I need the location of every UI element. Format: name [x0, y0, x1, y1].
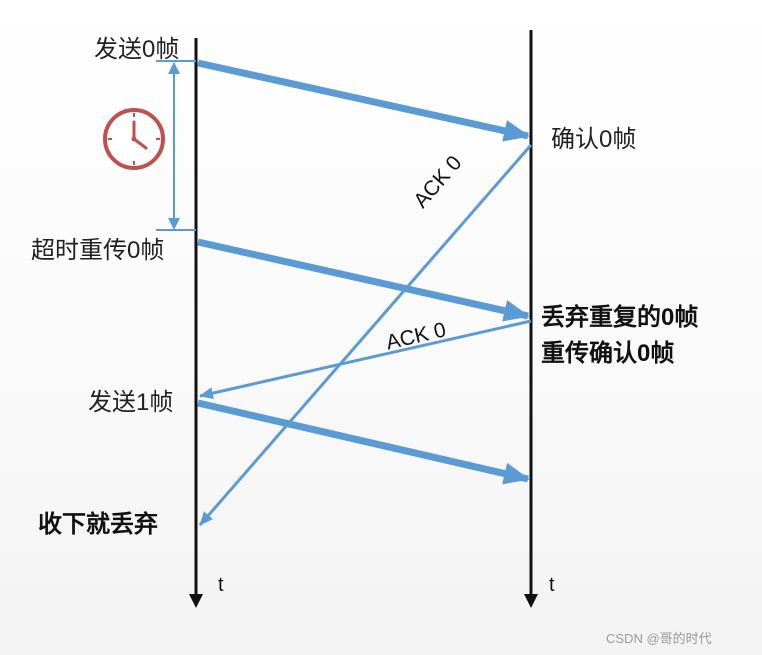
send-frame0-label: 发送0帧: [94, 36, 180, 63]
sender-time-label: t: [218, 574, 224, 596]
discard-duplicate-label: 丢弃重复的0帧: [541, 304, 699, 331]
timeout-bracket-top-arrow: [168, 62, 180, 74]
ack0-first-arrow: [198, 144, 533, 526]
send-frame1-label: 发送1帧: [88, 389, 174, 416]
frame1-arrow: [197, 399, 530, 485]
receiver-timeline-arrowhead: [524, 594, 538, 608]
resend-confirm-label: 重传确认0帧: [541, 340, 675, 367]
timeout-resend-label: 超时重传0帧: [31, 237, 165, 264]
ack0-second-arrow: [199, 319, 532, 399]
watermark: CSDN @哥的时代: [606, 631, 712, 646]
receiver-time-label: t: [549, 574, 555, 596]
confirm-frame0-label: 确认0帧: [551, 126, 637, 153]
frame0-arrow: [197, 59, 530, 142]
sender-timeline-arrowhead: [189, 594, 203, 608]
timeout-bracket-bottom-arrow: [168, 218, 180, 230]
clock-icon: [103, 108, 165, 170]
receive-discard-label: 收下就丢弃: [38, 511, 158, 538]
retransmit-frame0-arrow: [197, 238, 530, 322]
